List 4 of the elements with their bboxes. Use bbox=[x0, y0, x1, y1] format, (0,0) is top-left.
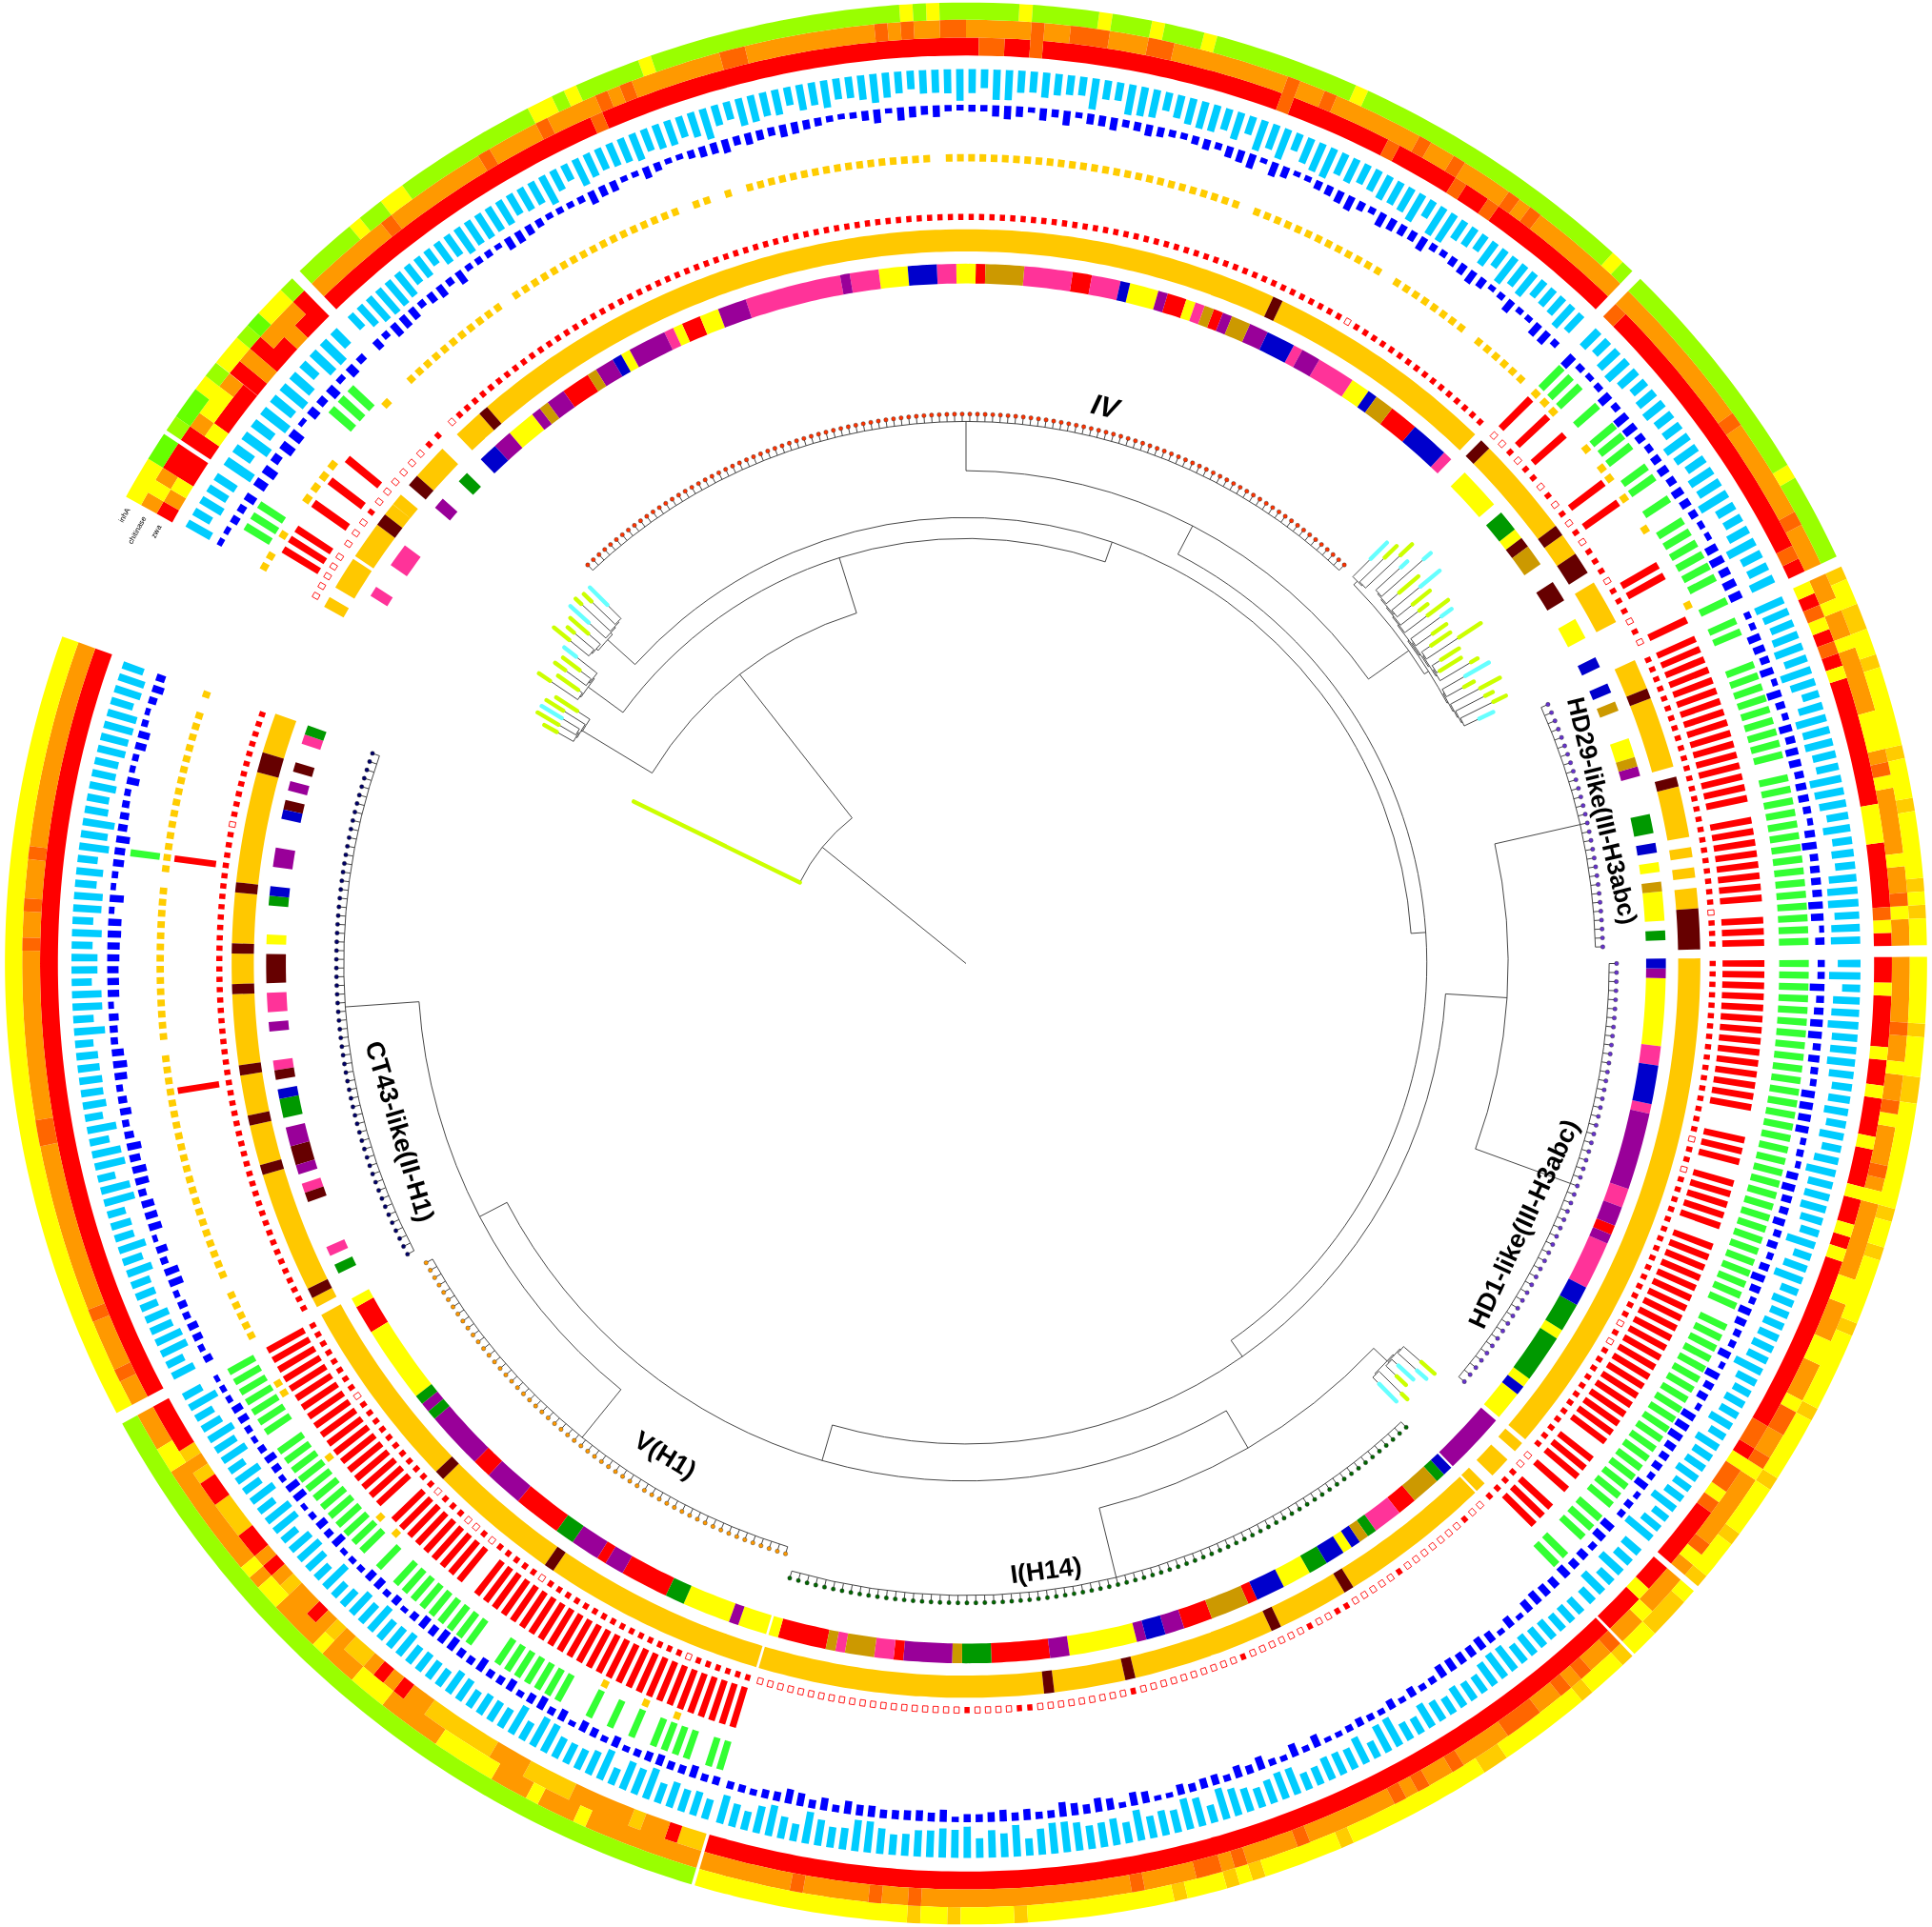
ring-label: zwa bbox=[151, 524, 164, 540]
clade-label: IV bbox=[1088, 389, 1122, 424]
ring-label: inhA bbox=[118, 507, 132, 525]
clade-label: I(H14) bbox=[1008, 1553, 1083, 1588]
